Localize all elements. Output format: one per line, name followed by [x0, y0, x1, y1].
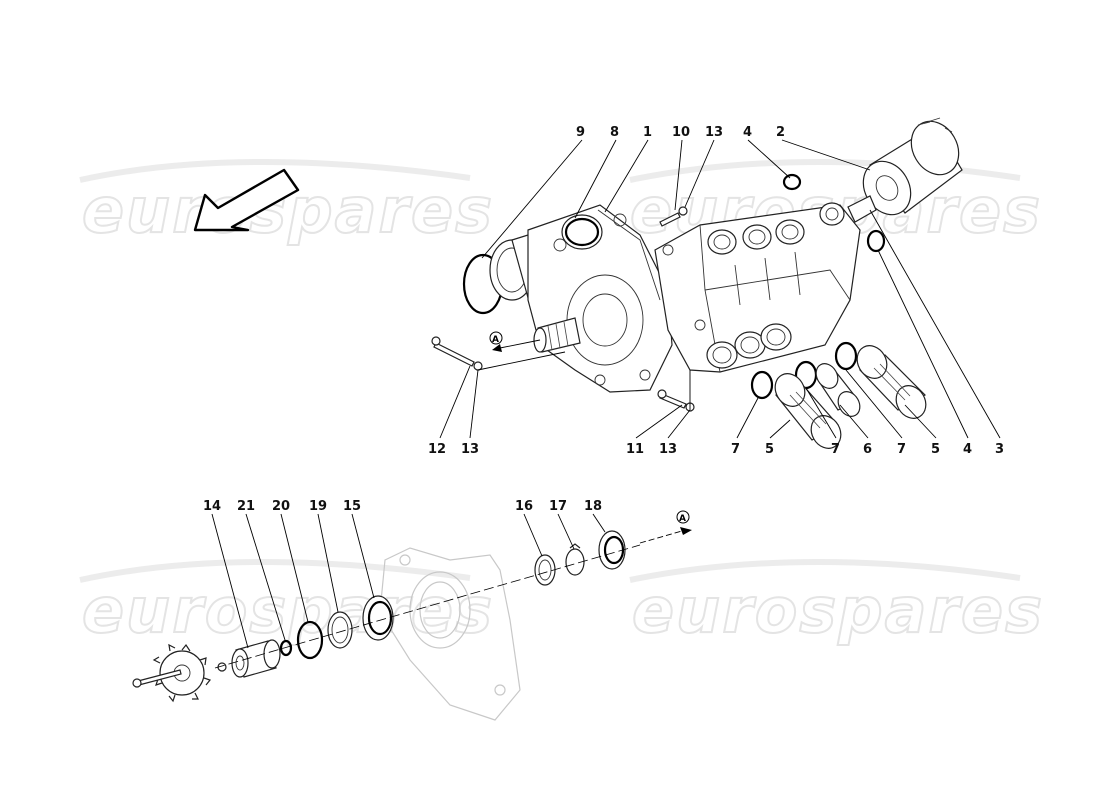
callout-20: 20: [272, 499, 290, 514]
callout-labels: 9 8 1 10 13 4 2 12 13 11 13 7 5 7 6 7 5 …: [203, 125, 1004, 514]
watermark-text: eurospares: [632, 574, 1044, 647]
hub-21: [217, 639, 281, 678]
callout-13: 13: [659, 442, 677, 457]
callout-12: 12: [428, 442, 446, 457]
callout-3: 3: [995, 442, 1004, 457]
callout-1: 1: [643, 125, 652, 140]
view-marker-label: A: [492, 335, 499, 345]
view-marker-a-bottom: A: [639, 510, 692, 544]
circlip-17: [565, 543, 585, 576]
callout-15: 15: [343, 499, 361, 514]
callout-11: 11: [626, 442, 644, 457]
o-ring-7-c: [834, 341, 858, 371]
callout-4: 4: [963, 442, 972, 457]
watermark-bottom-left: eurospares: [79, 559, 494, 648]
bolt-11: [657, 389, 695, 412]
oil-filter: [862, 117, 963, 216]
watermark-text: eurospares: [82, 574, 494, 647]
filter-cartridge-5-left: [774, 373, 842, 449]
leader-lines: [211, 139, 1001, 649]
callout-8: 8: [610, 125, 619, 140]
o-ring-4-lower: [866, 229, 886, 253]
view-marker-a-top: A: [489, 331, 541, 352]
callout-18: 18: [584, 499, 602, 514]
callout-17: 17: [549, 499, 567, 514]
callout-21: 21: [237, 499, 255, 514]
callout-16: 16: [515, 499, 533, 514]
ghost-housing: [379, 547, 521, 721]
orientation-arrow-icon: [193, 168, 300, 232]
callout-6: 6: [863, 442, 872, 457]
callout-10: 10: [672, 125, 690, 140]
bolt-12: [431, 336, 483, 371]
callout-13: 13: [461, 442, 479, 457]
washer-16: [534, 554, 556, 586]
watermark-bottom-right: eurospares: [629, 559, 1044, 648]
callout-19: 19: [309, 499, 327, 514]
callout-5: 5: [931, 442, 940, 457]
circlip-20: [296, 620, 324, 660]
filter-nipple: [847, 195, 877, 223]
callout-2: 2: [776, 125, 785, 140]
ring-21: [279, 639, 293, 657]
assembly-axis-line: [214, 544, 641, 669]
callout-7: 7: [731, 442, 740, 457]
callout-9: 9: [576, 125, 585, 140]
ring-19: [327, 611, 353, 649]
view-marker-label: A: [679, 514, 686, 524]
seal-8: [561, 214, 603, 250]
filter-cartridge-6: [815, 363, 861, 417]
callout-5: 5: [765, 442, 774, 457]
bolt-10: [659, 206, 688, 227]
bearing-15: [362, 595, 394, 641]
callout-7: 7: [897, 442, 906, 457]
gear-bolt: [132, 669, 182, 688]
o-ring-4-upper: [782, 173, 802, 191]
seal-18: [598, 530, 626, 570]
callout-13: 13: [705, 125, 723, 140]
callout-4: 4: [743, 125, 752, 140]
oil-pump-assembly: A: [431, 117, 963, 449]
filter-housing: [654, 202, 861, 373]
filter-cartridge-5-right: [856, 345, 927, 419]
pump-drive-assembly: A: [132, 510, 692, 721]
drive-gear-14: [152, 643, 212, 703]
callout-7: 7: [831, 442, 840, 457]
callout-14: 14: [203, 499, 221, 514]
o-ring-7-a: [750, 370, 774, 400]
